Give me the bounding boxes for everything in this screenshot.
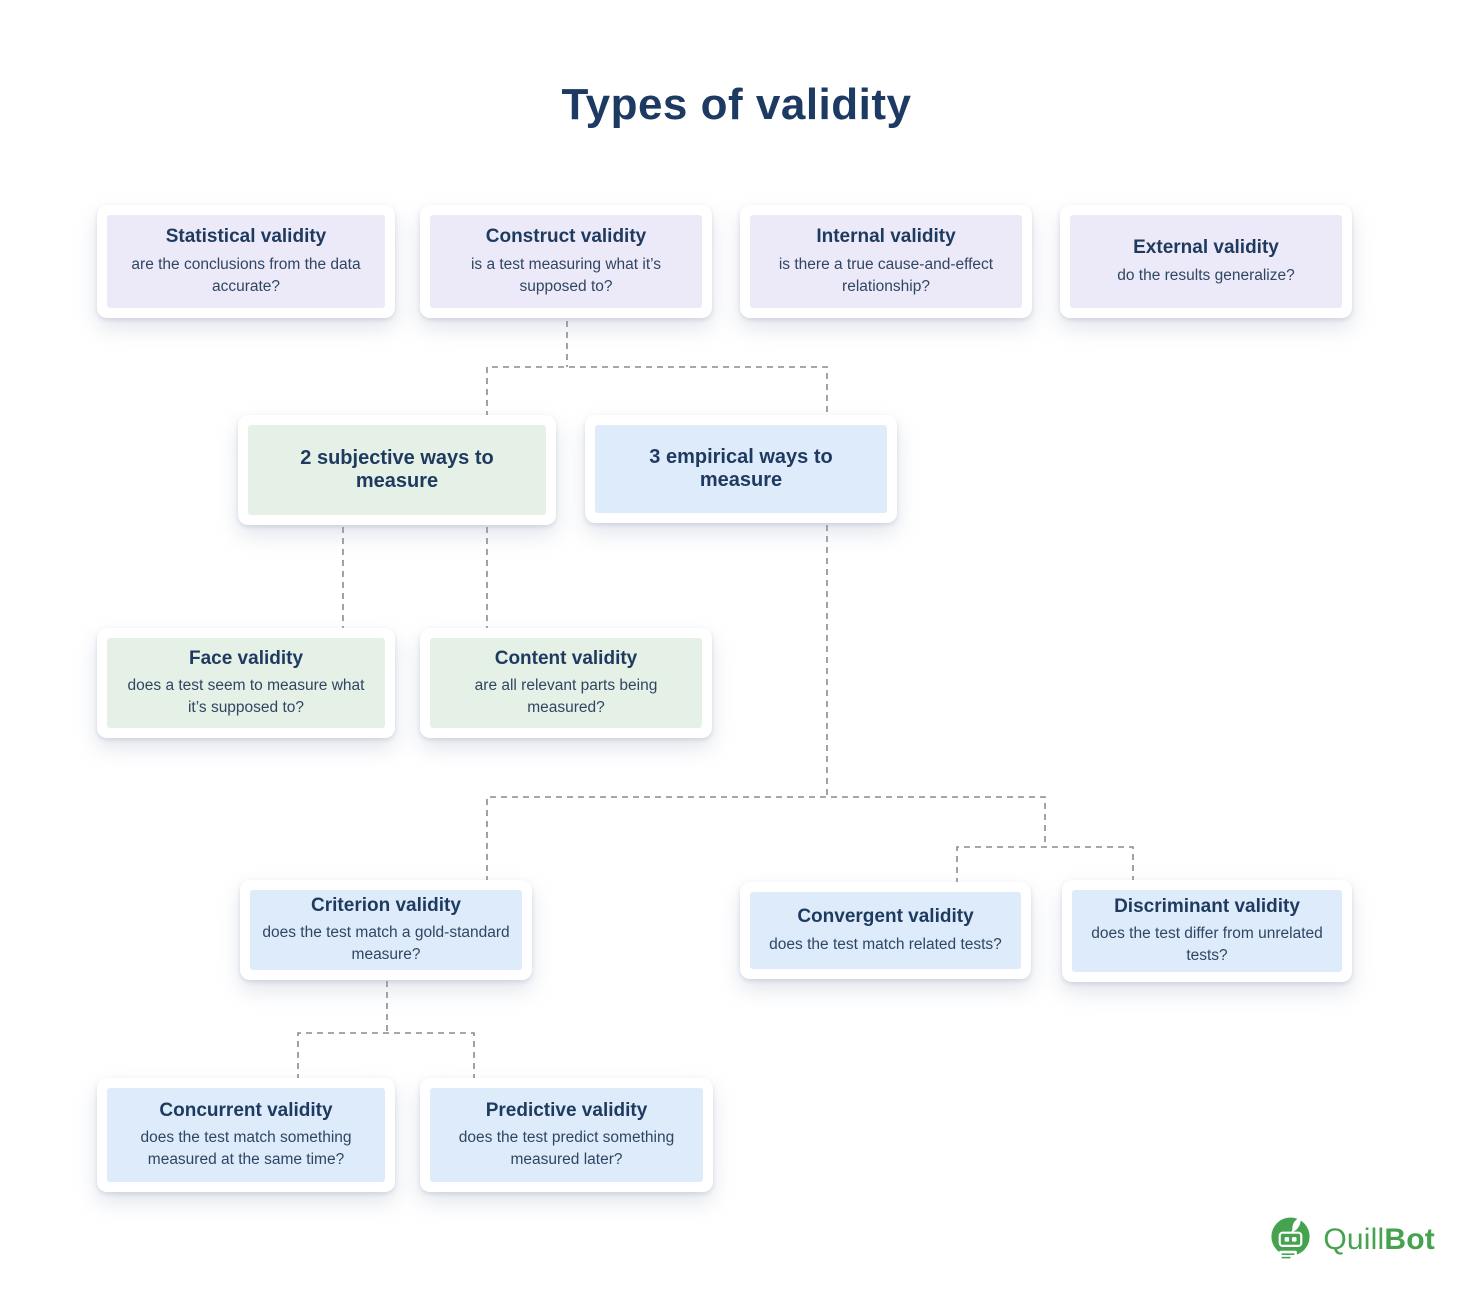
node-statistical-desc: are the conclusions from the data accura… <box>131 255 361 295</box>
node-face-validity: Face validity does a test seem to measur… <box>97 628 395 738</box>
connector-construct-bracket <box>486 366 828 417</box>
node-external-validity: External validity do the results general… <box>1060 205 1352 318</box>
connector-empirical-bracket <box>486 796 1046 882</box>
node-content-title: Content validity <box>494 647 638 669</box>
node-concurrent-validity: Concurrent validity does the test match … <box>97 1078 395 1192</box>
quillbot-logo: QuillBot <box>1267 1215 1435 1265</box>
node-content-desc: are all relevant parts being measured? <box>474 677 658 717</box>
node-content-validity: Content validity are all relevant parts … <box>420 628 712 738</box>
node-concurrent-title: Concurrent validity <box>159 1099 333 1121</box>
node-face-title: Face validity <box>188 647 304 669</box>
branch-subjective-ways: 2 subjective ways to measure <box>238 415 556 525</box>
node-predictive-title: Predictive validity <box>485 1099 648 1121</box>
node-convergent-title: Convergent validity <box>797 906 974 928</box>
node-discriminant-title: Discriminant validity <box>1114 895 1300 917</box>
wordmark-bot: Bot <box>1384 1223 1435 1256</box>
node-internal-desc: is there a true cause-and-effect relatio… <box>778 255 994 295</box>
node-predictive-desc: does the test predict something measured… <box>458 1129 675 1169</box>
connector-criterion-bracket <box>297 1032 475 1080</box>
node-discriminant-desc: does the test differ from unrelated test… <box>1091 925 1323 965</box>
node-discriminant-validity: Discriminant validity does the test diff… <box>1062 880 1352 982</box>
node-statistical-validity: Statistical validity are the conclusions… <box>97 205 395 318</box>
branch-empirical-ways: 3 empirical ways to measure <box>585 415 897 523</box>
node-criterion-desc: does the test match a gold-standard meas… <box>262 924 510 964</box>
node-construct-validity: Construct validity is a test measuring w… <box>420 205 712 318</box>
node-construct-title: Construct validity <box>485 226 647 248</box>
quillbot-wordmark: QuillBot <box>1323 1225 1435 1255</box>
node-criterion-title: Criterion validity <box>311 894 461 916</box>
node-construct-desc: is a test measuring what it’s supposed t… <box>470 255 662 295</box>
node-criterion-validity: Criterion validity does the test match a… <box>240 880 532 980</box>
node-convergent-desc: does the test match related tests? <box>769 935 1002 953</box>
node-internal-validity: Internal validity is there a true cause-… <box>740 205 1032 318</box>
node-convergent-validity: Convergent validity does the test match … <box>740 882 1031 979</box>
node-external-desc: do the results generalize? <box>1117 266 1295 284</box>
node-statistical-title: Statistical validity <box>165 226 327 248</box>
node-face-desc: does a test seem to measure what it’s su… <box>127 677 365 717</box>
branch-subjective-label: 2 subjective ways to measure <box>300 447 494 492</box>
connector-convergent-discriminant-bracket <box>956 846 1134 884</box>
node-concurrent-desc: does the test match something measured a… <box>140 1129 352 1169</box>
node-internal-title: Internal validity <box>816 226 956 248</box>
branch-empirical-label: 3 empirical ways to measure <box>649 446 833 491</box>
node-predictive-validity: Predictive validity does the test predic… <box>420 1078 713 1192</box>
wordmark-quill: Quill <box>1323 1223 1385 1256</box>
page-title: Types of validity <box>561 80 912 129</box>
quillbot-robot-icon <box>1271 1217 1310 1261</box>
node-external-title: External validity <box>1133 237 1279 259</box>
